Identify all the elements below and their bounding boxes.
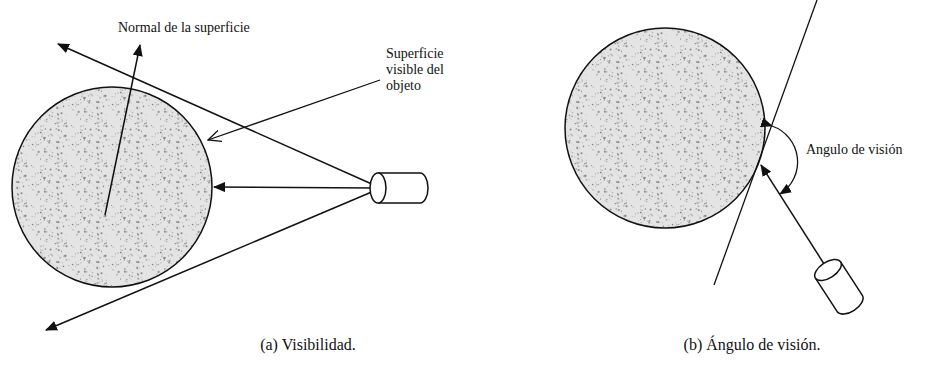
camera-icon bbox=[811, 255, 867, 318]
object-sphere bbox=[12, 87, 212, 287]
leader-arrow bbox=[208, 80, 380, 140]
sight-ray bbox=[58, 44, 374, 185]
annotation-label: Normal de la superficie bbox=[118, 20, 250, 36]
normal-arrow bbox=[105, 45, 140, 215]
annotation-label: Superficie visible del objeto bbox=[386, 46, 468, 94]
subfigure-caption: (a) Visibilidad. bbox=[260, 336, 356, 354]
tangent-line bbox=[714, 0, 817, 285]
sight-ray bbox=[214, 187, 374, 188]
camera-icon bbox=[370, 173, 428, 203]
annotation-label: Angulo de visión bbox=[806, 142, 902, 158]
angle-arc bbox=[772, 126, 798, 194]
sight-ray bbox=[46, 191, 374, 330]
object-sphere bbox=[565, 28, 765, 228]
subfigure-caption: (b) Ángulo de visión. bbox=[684, 336, 821, 354]
